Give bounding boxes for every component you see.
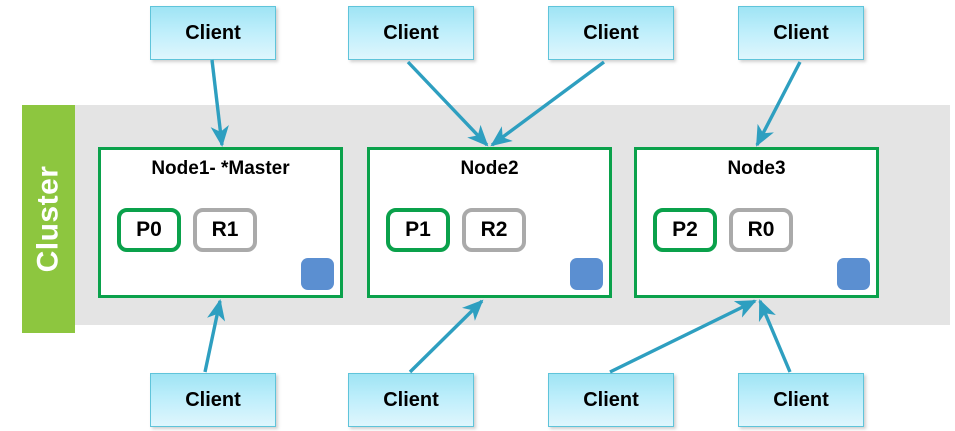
client-box-client-bottom-3[interactable]: Client — [548, 373, 674, 427]
shard-r0-node3[interactable]: R0 — [729, 208, 793, 252]
node-marker-icon-node3 — [837, 258, 870, 290]
node-title-node2: Node2 — [460, 158, 519, 179]
shard-p0-node1[interactable]: P0 — [117, 208, 181, 252]
node-title-node1: Node1- *Master — [151, 158, 290, 179]
client-box-client-bottom-2[interactable]: Client — [348, 373, 474, 427]
node-title-node3: Node3 — [727, 158, 786, 179]
shard-r1-node1[interactable]: R1 — [193, 208, 257, 252]
shard-r2-node2[interactable]: R2 — [462, 208, 526, 252]
node-marker-icon-node2 — [570, 258, 603, 290]
client-box-client-top-1[interactable]: Client — [150, 6, 276, 60]
node-marker-icon-node1 — [301, 258, 334, 290]
client-box-client-top-4[interactable]: Client — [738, 6, 864, 60]
client-box-client-bottom-1[interactable]: Client — [150, 373, 276, 427]
shard-p2-node3[interactable]: P2 — [653, 208, 717, 252]
client-box-client-bottom-4[interactable]: Client — [738, 373, 864, 427]
shard-p1-node2[interactable]: P1 — [386, 208, 450, 252]
cluster-label-text: Cluster — [31, 165, 65, 273]
cluster-label-tab: Cluster — [22, 105, 75, 333]
client-box-client-top-3[interactable]: Client — [548, 6, 674, 60]
client-box-client-top-2[interactable]: Client — [348, 6, 474, 60]
